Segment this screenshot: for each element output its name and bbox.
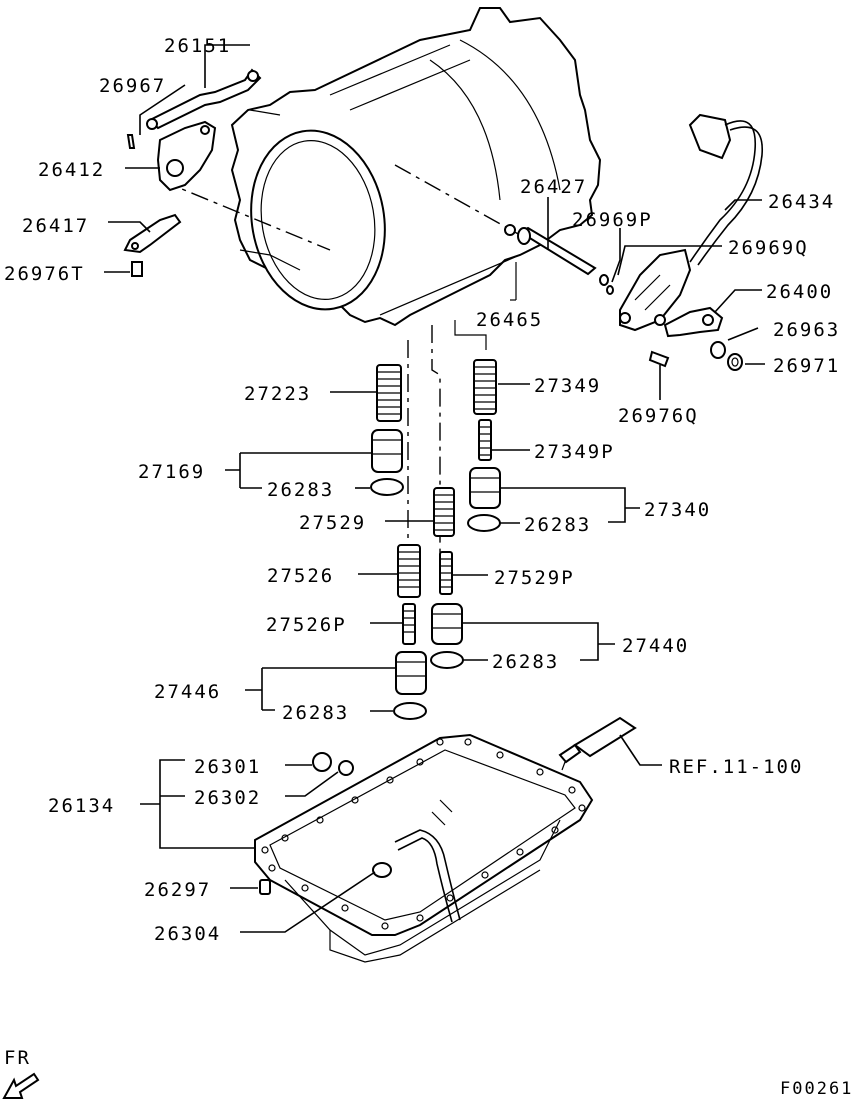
lever-26400 — [663, 306, 724, 338]
bolt-26976t — [131, 261, 143, 277]
label-27526[interactable]: 27526 — [267, 565, 334, 587]
part-labels: 26151 26967 26412 26417 26976T 26427 269… — [4, 35, 853, 1099]
spring-27529p — [439, 551, 453, 595]
label-27169[interactable]: 27169 — [138, 461, 205, 483]
label-26969q[interactable]: 26969Q — [728, 237, 809, 259]
label-26151[interactable]: 26151 — [164, 35, 231, 57]
label-27223[interactable]: 27223 — [244, 383, 311, 405]
label-26963[interactable]: 26963 — [773, 319, 840, 341]
inhibitor-switch — [619, 248, 692, 332]
label-26434[interactable]: 26434 — [768, 191, 835, 213]
label-26283-a[interactable]: 26283 — [267, 479, 334, 501]
label-26283-d[interactable]: 26283 — [282, 702, 349, 724]
label-27446[interactable]: 27446 — [154, 681, 221, 703]
figure-code: F00261 — [780, 1079, 853, 1099]
spring-27526 — [397, 544, 421, 598]
label-26304[interactable]: 26304 — [154, 923, 221, 945]
manual-lever — [156, 120, 217, 192]
label-26976q[interactable]: 26976Q — [618, 405, 699, 427]
front-label: FR — [4, 1047, 31, 1069]
label-27340[interactable]: 27340 — [644, 499, 711, 521]
label-26967[interactable]: 26967 — [99, 75, 166, 97]
spring-27349 — [473, 359, 497, 415]
piston-27446 — [395, 651, 427, 695]
leader-lines — [104, 44, 765, 933]
stack-guides — [407, 262, 517, 560]
piston-27169 — [371, 429, 403, 473]
label-ref-11-100[interactable]: REF.11-100 — [669, 756, 803, 778]
label-26134[interactable]: 26134 — [48, 795, 115, 817]
nut-26971 — [727, 353, 743, 371]
magnet-26297 — [259, 879, 271, 895]
spring-27529 — [433, 487, 455, 537]
label-26976t[interactable]: 26976T — [4, 263, 85, 285]
label-27529[interactable]: 27529 — [299, 512, 366, 534]
washer-26963 — [710, 341, 726, 359]
label-27526p[interactable]: 27526P — [266, 614, 347, 636]
label-26283-b[interactable]: 26283 — [524, 514, 591, 536]
spring-27349p — [478, 419, 492, 461]
label-26283-c[interactable]: 26283 — [492, 651, 559, 673]
spring-27223 — [376, 364, 402, 422]
label-26971[interactable]: 26971 — [773, 355, 840, 377]
oil-pan — [254, 733, 594, 963]
front-arrow-icon — [2, 1072, 40, 1099]
label-27349p[interactable]: 27349P — [534, 441, 615, 463]
label-27440[interactable]: 27440 — [622, 635, 689, 657]
drain-plug-26301 — [312, 752, 354, 776]
piston-27440 — [431, 603, 463, 645]
label-26465[interactable]: 26465 — [476, 309, 543, 331]
switch-harness — [688, 113, 763, 266]
piston-27340 — [469, 467, 501, 509]
orings-26283 — [370, 478, 501, 720]
label-26969p[interactable]: 26969P — [572, 209, 653, 231]
oring-26969p — [599, 274, 614, 295]
pan-bolt-holes — [261, 738, 586, 930]
label-26301[interactable]: 26301 — [194, 756, 261, 778]
spring-27526p — [402, 603, 416, 645]
pin-part — [126, 134, 136, 149]
label-27349[interactable]: 27349 — [534, 375, 601, 397]
shift-cable-bracket — [146, 68, 262, 130]
label-26400[interactable]: 26400 — [766, 281, 833, 303]
label-26297[interactable]: 26297 — [144, 879, 211, 901]
label-26417[interactable]: 26417 — [22, 215, 89, 237]
transmission-case — [159, 7, 602, 327]
lever-bracket — [123, 213, 182, 254]
label-26427[interactable]: 26427 — [520, 176, 587, 198]
label-27529p[interactable]: 27529P — [494, 567, 575, 589]
sealant-tube — [558, 716, 637, 771]
label-26412[interactable]: 26412 — [38, 159, 105, 181]
bolt-26976q — [648, 350, 670, 368]
label-26302[interactable]: 26302 — [194, 787, 261, 809]
manual-shaft — [504, 224, 597, 276]
